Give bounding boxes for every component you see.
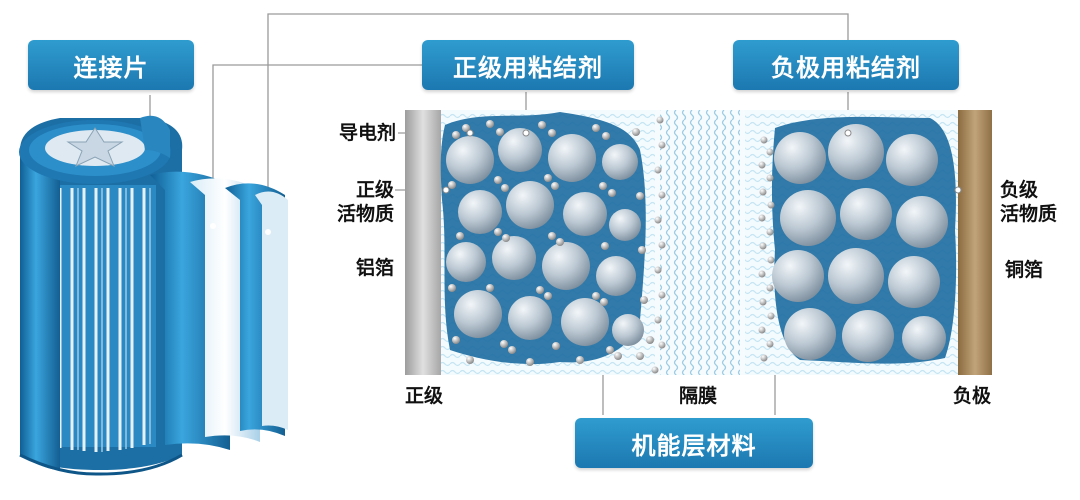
anode-section <box>745 110 992 375</box>
conductive-agent-label: 导电剂 <box>338 122 396 144</box>
cathode-active-line2: 活物质 <box>336 203 394 225</box>
negative-electrode-label: 负极 <box>952 385 991 407</box>
separator-label: 隔膜 <box>678 385 717 407</box>
anode-binder-badge: 负极用粘结剂 <box>733 40 959 90</box>
copper-foil-label: 铜箔 <box>1005 259 1044 281</box>
anode-active-line1: 负级 <box>1000 179 1039 201</box>
battery-cell-cutaway <box>19 115 288 476</box>
anode-active-particles <box>772 124 948 362</box>
connector-tab-shape <box>66 127 124 167</box>
cathode-binder-badge: 正级用粘结剂 <box>422 40 634 90</box>
conductive-agent-dots <box>448 120 654 366</box>
positive-electrode-label: 正级 <box>404 385 443 407</box>
functional-material-badge: 机能层材料 <box>575 418 813 468</box>
aluminum-foil-layer <box>405 110 441 375</box>
cathode-active-particles <box>446 128 644 346</box>
functional-layer-dots <box>758 136 775 362</box>
cathode-section <box>405 110 655 375</box>
cathode-active-line1: 正级 <box>355 179 394 201</box>
anode-active-material-label: 负级 活物质 <box>1000 178 1076 226</box>
anode-active-line2: 活物质 <box>1000 203 1058 225</box>
separator-section <box>651 110 745 375</box>
aluminum-foil-label: 铝箔 <box>355 257 394 279</box>
copper-foil-layer <box>958 110 992 375</box>
cathode-active-material-label: 正级 活物质 <box>320 178 394 226</box>
connector-badge: 连接片 <box>28 40 194 90</box>
unrolled-layers <box>150 171 288 450</box>
